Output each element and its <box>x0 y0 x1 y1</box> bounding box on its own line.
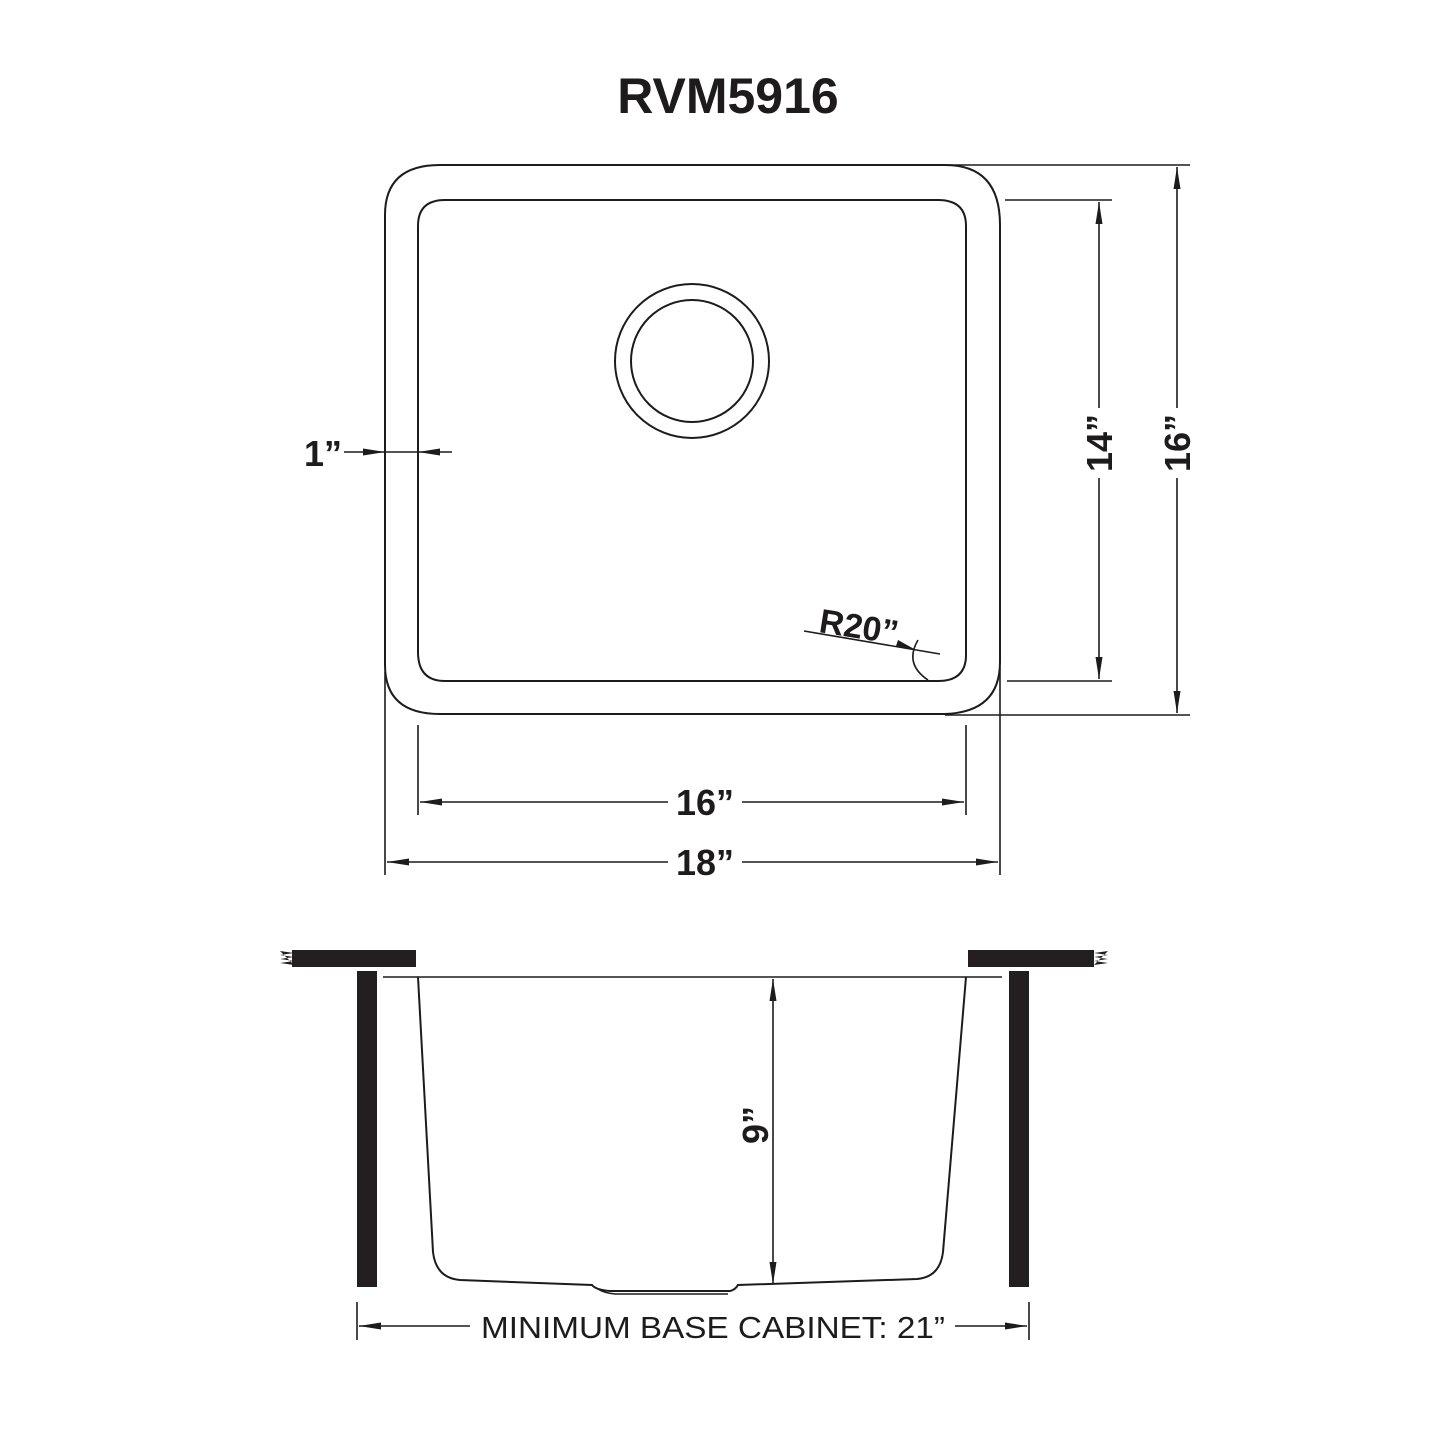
rim-width-label: 1” <box>304 433 342 474</box>
inner-basin <box>417 199 967 682</box>
cabinet-wall-left <box>357 971 377 1287</box>
section-view <box>280 950 1108 1340</box>
drain-flange <box>597 1288 728 1295</box>
outer-rim <box>384 164 1001 715</box>
corner-radius-leader <box>803 630 941 681</box>
countertop-right <box>968 950 1108 967</box>
cabinet-wall-right <box>1009 971 1029 1287</box>
corner-radius-label: R20” <box>817 602 901 652</box>
outer-depth-label: 16” <box>1157 414 1198 472</box>
min-cabinet-label: MINIMUM BASE CABINET: 21” <box>481 1310 945 1345</box>
page-title: RVM5916 <box>617 68 838 124</box>
drain-icon <box>614 283 770 439</box>
inner-width-label: 16” <box>676 782 734 823</box>
outer-width-label: 18” <box>676 842 734 883</box>
min-cabinet-dimension <box>356 1302 1030 1340</box>
inner-depth-label: 14” <box>1079 414 1120 472</box>
top-view <box>344 164 1190 875</box>
countertop-left <box>280 950 416 967</box>
sink-bowl <box>417 976 967 1292</box>
bowl-depth-label: 9” <box>735 1106 776 1144</box>
